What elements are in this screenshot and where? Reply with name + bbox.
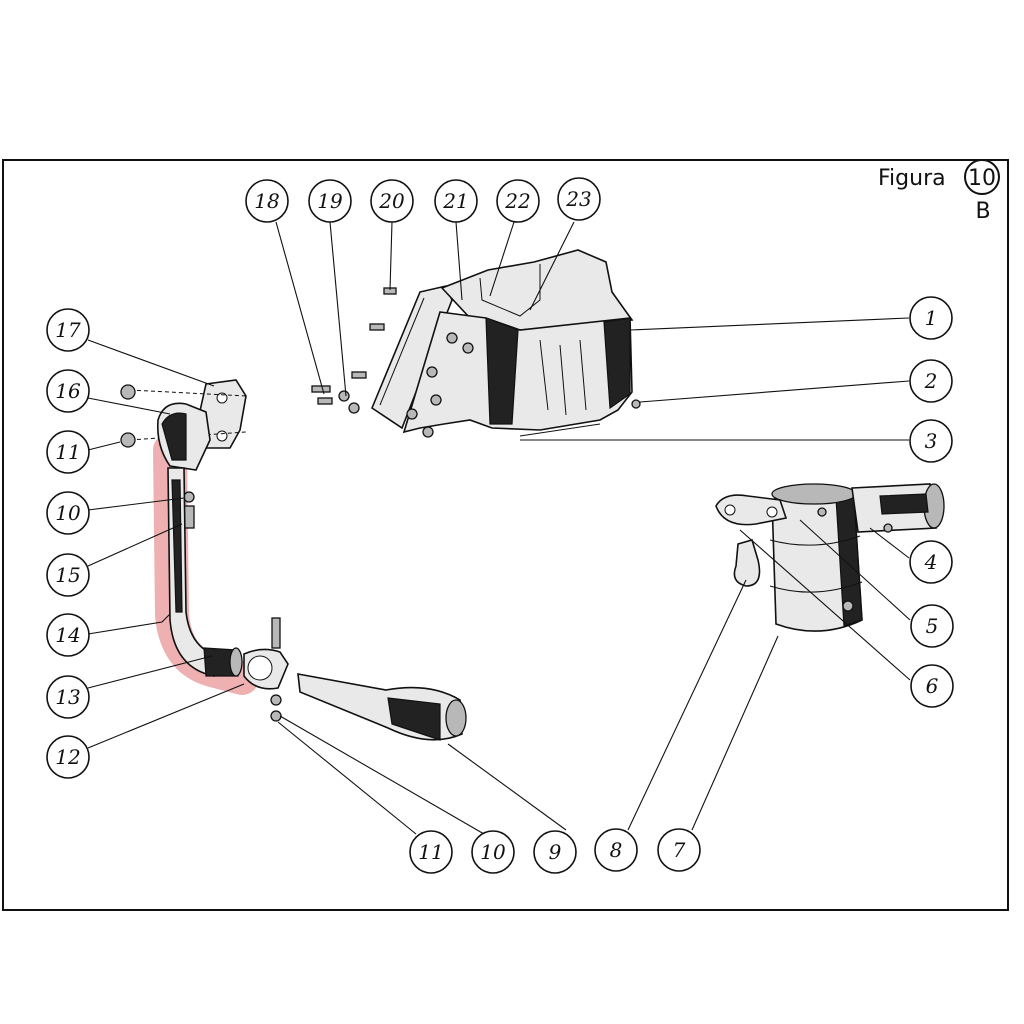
callout-number: 7 xyxy=(673,838,686,862)
callout-circle xyxy=(46,369,90,413)
callout-circle xyxy=(245,179,289,223)
leader-lines xyxy=(87,221,911,835)
callout-c3: 3 xyxy=(909,419,953,463)
callout-number: 9 xyxy=(549,840,562,864)
callout-c11b: 11 xyxy=(409,830,453,874)
callout-number: 10 xyxy=(55,501,81,525)
callout-circle xyxy=(657,828,701,872)
callout-number: 18 xyxy=(254,189,279,213)
callout-number: 19 xyxy=(317,189,343,213)
callout-c12: 12 xyxy=(46,735,90,779)
callout-circle xyxy=(370,179,414,223)
callout-number: 17 xyxy=(55,318,81,342)
callout-circle xyxy=(909,296,953,340)
callout-c21: 21 xyxy=(434,179,478,223)
muffler-assembly-drawing xyxy=(715,483,945,632)
figure-title: Figura 10 B xyxy=(878,159,1000,224)
figure-number-circle xyxy=(964,159,1000,195)
callout-number: 11 xyxy=(55,440,80,464)
callout-number: 5 xyxy=(926,614,939,638)
callout-circle xyxy=(409,830,453,874)
callout-number: 20 xyxy=(378,189,405,213)
callout-number: 8 xyxy=(610,838,623,862)
callout-circle xyxy=(909,359,953,403)
callout-c23: 23 xyxy=(557,177,601,221)
callout-c17: 17 xyxy=(46,308,90,352)
callout-c19: 19 xyxy=(308,179,352,223)
callout-c10a: 10 xyxy=(46,491,90,535)
callout-number: 1 xyxy=(925,306,938,330)
callout-circle xyxy=(496,179,540,223)
callout-number: 13 xyxy=(55,685,80,709)
callout-circle xyxy=(594,828,638,872)
callout-c1: 1 xyxy=(909,296,953,340)
callout-circle xyxy=(46,430,90,474)
callout-circle xyxy=(46,491,90,535)
callout-circle xyxy=(46,553,90,597)
callout-number: 10 xyxy=(480,840,506,864)
callout-c20: 20 xyxy=(370,179,414,223)
callout-circle xyxy=(910,604,954,648)
callout-number: 3 xyxy=(925,429,938,453)
air-filter-housing-drawing xyxy=(311,249,641,438)
callout-circle xyxy=(308,179,352,223)
callout-c6: 6 xyxy=(910,664,954,708)
figure-suffix: B xyxy=(975,199,990,224)
exhaust-pipe-drawing xyxy=(120,379,467,741)
callout-c10b: 10 xyxy=(471,830,515,874)
callout-number: 21 xyxy=(442,189,468,213)
callout-circle xyxy=(909,419,953,463)
callout-number: 15 xyxy=(55,563,80,587)
callout-circle xyxy=(533,830,577,874)
callout-number: 6 xyxy=(926,674,939,698)
callout-circle xyxy=(909,540,953,584)
callout-circle xyxy=(471,830,515,874)
callout-c15: 15 xyxy=(46,553,90,597)
callout-circle xyxy=(46,308,90,352)
callout-number: 11 xyxy=(418,840,443,864)
callout-c22: 22 xyxy=(496,179,540,223)
callout-circle xyxy=(910,664,954,708)
figure-frame xyxy=(2,159,1009,911)
callout-number: 16 xyxy=(55,379,81,403)
callout-c2: 2 xyxy=(909,359,953,403)
callout-c14: 14 xyxy=(46,613,90,657)
callout-c16: 16 xyxy=(46,369,90,413)
callout-c9: 9 xyxy=(533,830,577,874)
callout-number: 2 xyxy=(924,369,938,393)
callout-c13: 13 xyxy=(46,675,90,719)
callout-circle xyxy=(557,177,601,221)
callout-c11a: 11 xyxy=(46,430,90,474)
callout-circle xyxy=(46,613,90,657)
figure-label: Figura xyxy=(878,166,946,191)
callout-c4: 4 xyxy=(909,540,953,584)
callout-circle xyxy=(46,735,90,779)
callout-c5: 5 xyxy=(910,604,954,648)
callout-c8: 8 xyxy=(594,828,638,872)
callout-number: 12 xyxy=(55,745,80,769)
callout-number: 22 xyxy=(504,189,530,213)
callout-number: 14 xyxy=(55,623,80,647)
callout-number: 4 xyxy=(924,550,938,574)
figure-number: 10 xyxy=(968,166,996,191)
callout-c18: 18 xyxy=(245,179,289,223)
callout-circle xyxy=(46,675,90,719)
callout-circle xyxy=(434,179,478,223)
callout-number: 23 xyxy=(565,187,591,211)
callout-c7: 7 xyxy=(657,828,701,872)
